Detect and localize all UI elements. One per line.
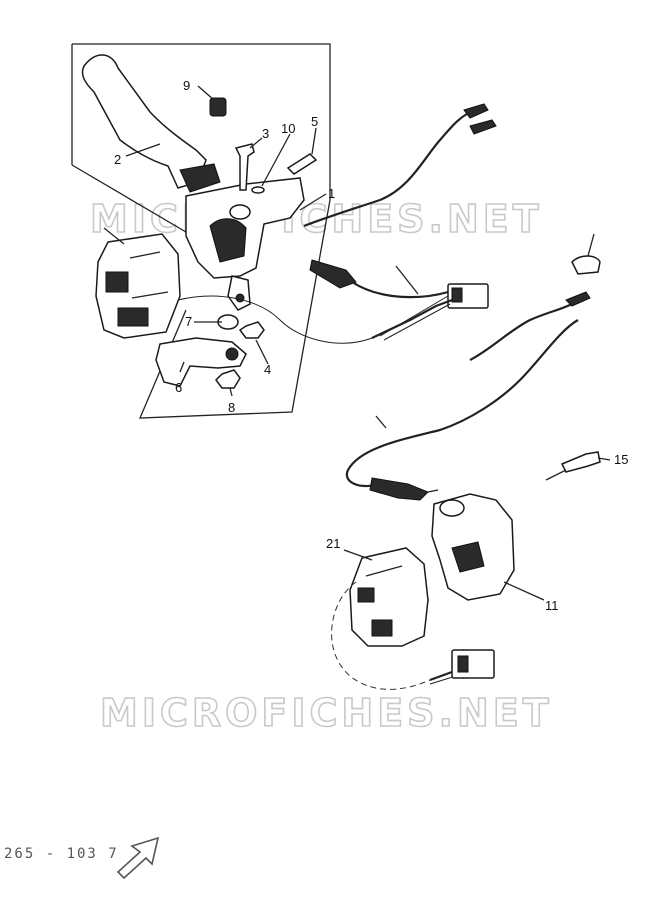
small-parts: [155, 97, 601, 481]
callout-15: 15: [614, 452, 628, 467]
callout-1: 1: [328, 186, 335, 201]
callout-10: 10: [281, 121, 295, 136]
callout-3: 3: [262, 126, 269, 141]
right-switch-housing: [431, 493, 515, 601]
callout-labels: 9 2 3 10 5 1 7 4 6 8 15 21 11: [114, 78, 628, 613]
lever-holder: [185, 177, 305, 311]
callout-9: 9: [183, 78, 190, 93]
clutch-switch-wire: [345, 319, 579, 501]
callout-5: 5: [311, 114, 318, 129]
left-switch-harness: [177, 291, 591, 361]
callout-8: 8: [228, 400, 235, 415]
watermark-bottom: MICROFICHES.NET: [100, 691, 553, 735]
callout-7: 7: [185, 314, 192, 329]
callout-18: 21: [326, 536, 340, 551]
right-switch-front: [349, 547, 429, 647]
front-arrow-icon: [116, 836, 160, 880]
leader-lines: [103, 85, 611, 601]
left-switch-housing: [95, 233, 181, 339]
brake-lever: [81, 54, 221, 193]
callout-11: 11: [545, 598, 559, 613]
callout-4: 4: [264, 362, 271, 377]
right-harness: [331, 581, 495, 690]
diagram-code: 265 - 103 7: [4, 846, 119, 862]
callout-6: 6: [175, 380, 182, 395]
brake-switch-wire: [303, 103, 497, 309]
callout-2: 2: [114, 152, 121, 167]
